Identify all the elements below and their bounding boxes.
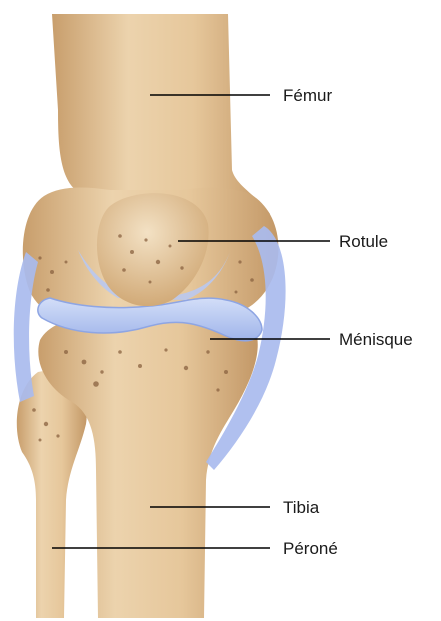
femur-bone (52, 14, 270, 214)
meniscus-label: Ménisque (339, 330, 413, 349)
tibia-label: Tibia (283, 498, 320, 517)
fibula-bone (17, 368, 87, 618)
fibula-label: Péroné (283, 539, 338, 558)
femur-label: Fémur (283, 86, 332, 105)
patella-label: Rotule (339, 232, 388, 251)
